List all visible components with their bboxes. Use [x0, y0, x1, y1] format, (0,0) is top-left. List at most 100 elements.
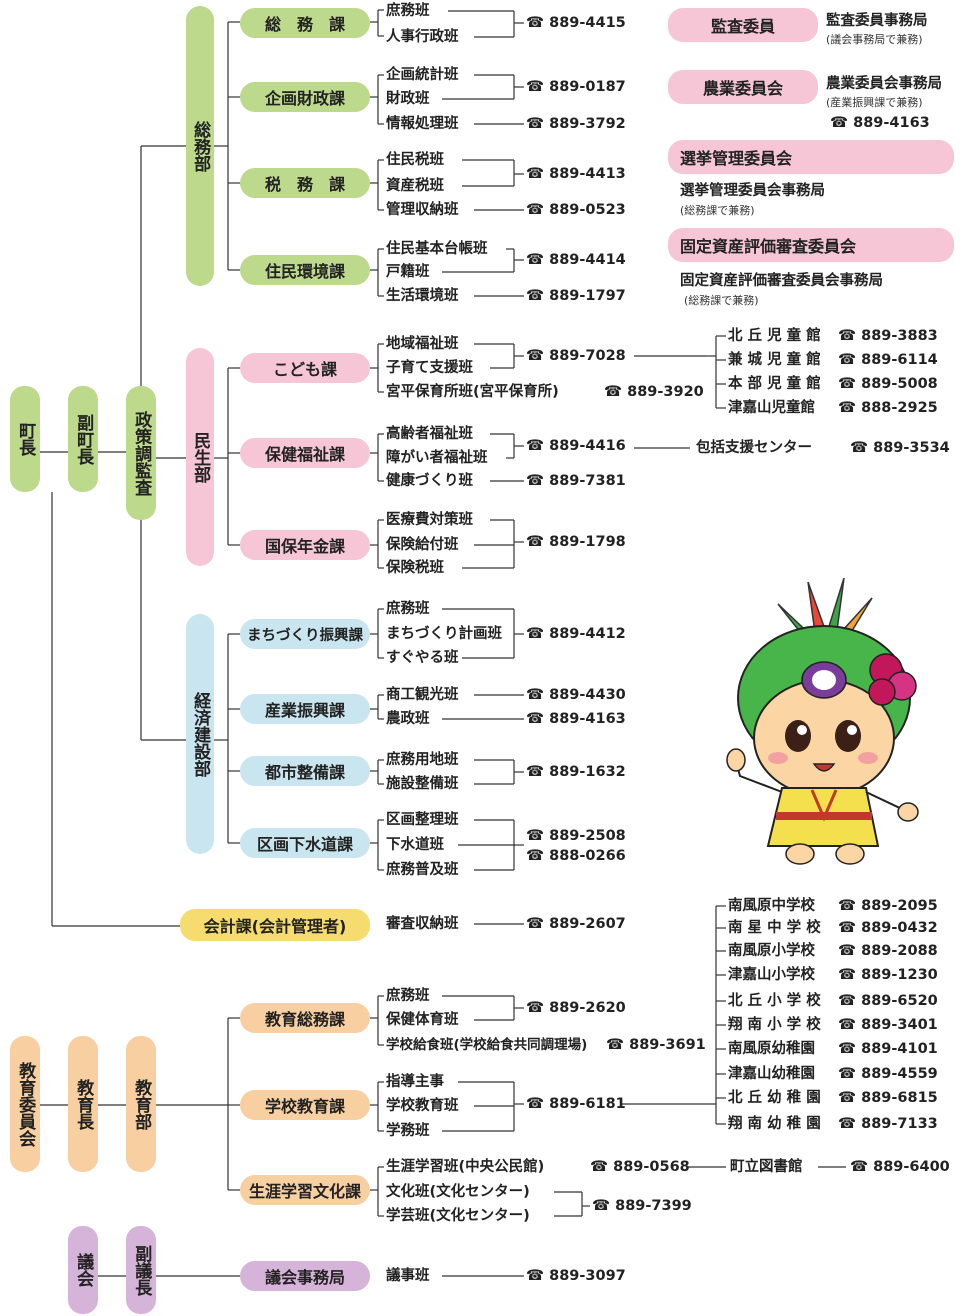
section-label: 財政班: [386, 91, 430, 107]
section-label: 高齢者福祉班: [386, 426, 473, 442]
facility-name: 町立図書館: [730, 1159, 803, 1175]
phone-number: ☎ 889-4416: [526, 438, 626, 454]
phone-number: ☎ 889-4412: [526, 626, 626, 642]
facility-name: 包括支援センター: [696, 440, 812, 456]
committee-nogyo: 農業委員会: [668, 70, 818, 104]
facility-name: 北 丘 幼 稚 園: [728, 1090, 821, 1106]
section-label: 学校給食班(学校給食共同調理場): [386, 1037, 588, 1053]
deputy-mayor-box: 副町長: [68, 386, 98, 492]
section-label: 健康づくり班: [386, 473, 473, 489]
committee-office: 固定資産評価審査委員会事務局: [680, 273, 883, 289]
section-label: 子育て支援班: [386, 360, 473, 376]
division-gakko: 学校教育課: [240, 1090, 370, 1120]
phone-number: ☎ 889-3534: [850, 440, 950, 456]
division-machi: まちづくり振興課: [240, 619, 370, 649]
phone-number: ☎ 889-3097: [526, 1268, 626, 1284]
phone-number: ☎ 889-6181: [526, 1096, 626, 1112]
phone-number: ☎ 889-4430: [526, 687, 626, 703]
phone-number: ☎ 889-2508: [526, 828, 626, 844]
section-label: 庶務用地班: [386, 752, 459, 768]
edu-board-box: 教育委員会: [10, 1036, 40, 1172]
section-label: 生涯学習班(中央公民館): [386, 1159, 545, 1175]
section-label: 情報処理班: [386, 116, 459, 132]
section-label: 庶務班: [386, 3, 430, 19]
division-jumin: 住民環境課: [240, 255, 370, 285]
section-label: 文化班(文化センター): [386, 1184, 530, 1200]
phone-number: ☎ 889-7399: [592, 1198, 692, 1214]
section-label: 区画整理班: [386, 812, 459, 828]
phone-number: ☎ 889-3883: [838, 328, 938, 344]
phone-number: ☎ 889-3792: [526, 116, 626, 132]
section-label: 審査収納班: [386, 916, 459, 932]
phone-number: ☎ 889-0568: [590, 1159, 690, 1175]
facility-name: 兼 城 児 童 館: [728, 352, 821, 368]
committee-senkyo: 選挙管理委員会: [668, 140, 954, 174]
phone-number: ☎ 889-1798: [526, 534, 626, 550]
section-label: 庶務普及班: [386, 862, 459, 878]
phone-number: ☎ 889-7381: [526, 473, 626, 489]
facility-name: 翔 南 小 学 校: [728, 1017, 821, 1033]
mayor-box: 町長: [10, 386, 40, 492]
division-somuka: 総 務 課: [240, 8, 370, 38]
phone-number: ☎ 889-4101: [838, 1041, 938, 1057]
phone-number: ☎ 889-3920: [604, 384, 704, 400]
facility-name: 津嘉山幼稚園: [728, 1066, 815, 1082]
section-label: 住民税班: [386, 152, 444, 168]
section-label: 保険税班: [386, 560, 444, 576]
facility-name: 南風原幼稚園: [728, 1041, 815, 1057]
committee-note: (総務課で兼務): [684, 294, 759, 307]
facility-name: 翔 南 幼 稚 園: [728, 1116, 821, 1132]
section-label: 戸籍班: [386, 264, 430, 280]
committee-office: 農業委員会事務局: [826, 76, 942, 92]
policy-coordinator-box: 政策調監査: [126, 386, 156, 520]
section-label: 保健体育班: [386, 1012, 459, 1028]
facility-name: 北 丘 児 童 館: [728, 328, 821, 344]
section-label: 保険給付班: [386, 537, 459, 553]
section-label: 地域福祉班: [386, 336, 459, 352]
phone-number: ☎ 889-7133: [838, 1116, 938, 1132]
phone-number: ☎ 888-2925: [838, 400, 938, 416]
phone-number: ☎ 889-7028: [526, 348, 626, 364]
edu-dept-box: 教育部: [126, 1036, 156, 1172]
committee-note: (議会事務局で兼務): [826, 33, 923, 46]
section-label: 宮平保育所班(宮平保育所): [386, 384, 559, 400]
section-label: 庶務班: [386, 988, 430, 1004]
section-label: 議事班: [386, 1268, 430, 1284]
committee-kansa: 監査委員: [668, 8, 818, 42]
section-label: 管理収納班: [386, 202, 459, 218]
division-sangyo: 産業振興課: [240, 694, 370, 724]
phone-number: ☎ 889-1632: [526, 764, 626, 780]
section-label: 学芸班(文化センター): [386, 1208, 530, 1224]
section-label: 商工観光班: [386, 687, 459, 703]
section-label: 資産税班: [386, 178, 444, 194]
dept-minsei: 民生部: [186, 348, 214, 566]
phone-number: ☎ 889-6400: [850, 1159, 950, 1175]
facility-name: 本 部 児 童 館: [728, 376, 821, 392]
section-label: すぐやる班: [386, 650, 459, 666]
phone-number: ☎ 889-1230: [838, 967, 938, 983]
committee-office: 選挙管理委員会事務局: [680, 183, 825, 199]
phone-number: ☎ 889-0523: [526, 202, 626, 218]
mascot-icon: [726, 578, 919, 865]
phone-number: ☎ 889-1797: [526, 288, 626, 304]
phone-number: ☎ 889-4415: [526, 15, 626, 31]
phone-number: ☎ 889-4163: [526, 711, 626, 727]
phone-number: ☎ 889-4413: [526, 166, 626, 182]
dept-keizai: 経済建設部: [186, 614, 214, 854]
division-kukaku: 区画下水道課: [240, 828, 370, 858]
section-label: 下水道班: [386, 837, 444, 853]
section-label: 指導主事: [386, 1074, 444, 1090]
vice-speaker-box: 副議長: [126, 1226, 156, 1314]
assembly-box: 議会: [68, 1226, 98, 1314]
phone-number: ☎ 889-2620: [526, 1000, 626, 1016]
facility-name: 津嘉山児童館: [728, 400, 815, 416]
phone-number: ☎ 889-4163: [830, 115, 930, 131]
division-zeimu: 税 務 課: [240, 168, 370, 198]
phone-number: ☎ 889-4559: [838, 1066, 938, 1082]
section-label: 障がい者福祉班: [386, 450, 488, 466]
phone-number: ☎ 889-6114: [838, 352, 938, 368]
phone-number: ☎ 889-2095: [838, 898, 938, 914]
division-kyoiku-somu: 教育総務課: [240, 1003, 370, 1033]
